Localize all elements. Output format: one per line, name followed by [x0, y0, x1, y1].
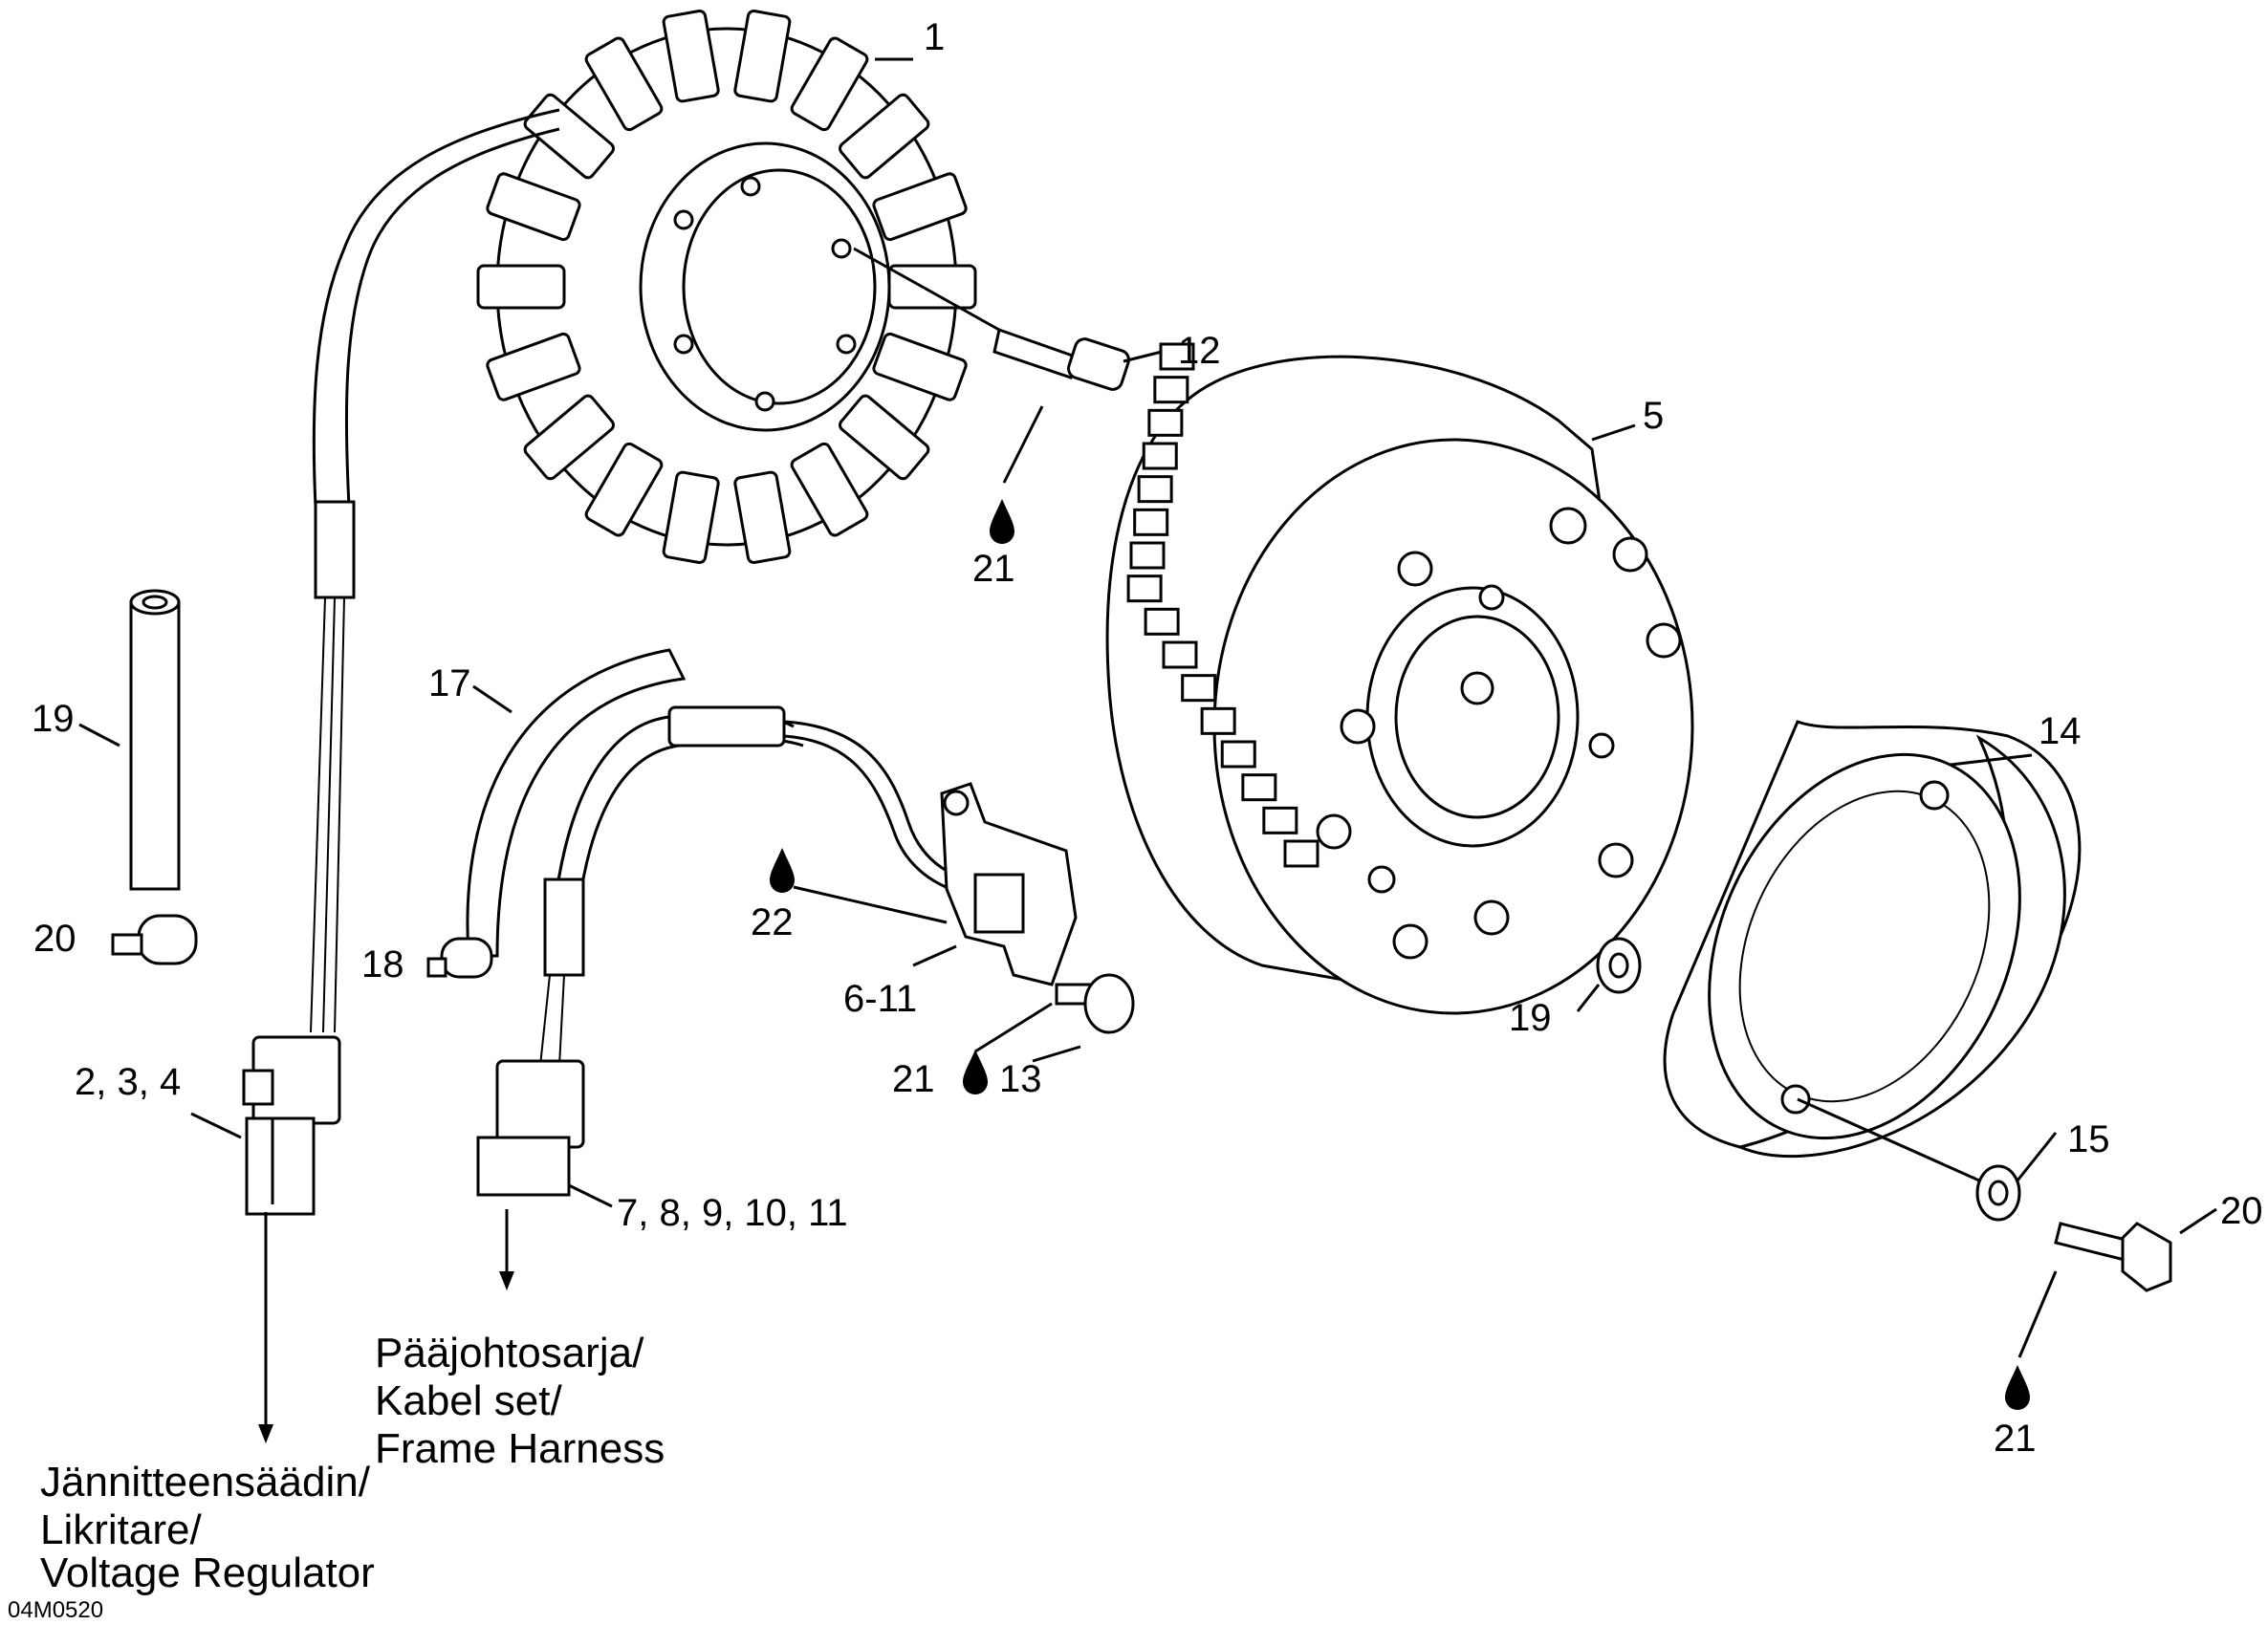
rotor-magnet — [1142, 442, 1178, 470]
rotor-magnet — [1181, 674, 1217, 703]
trigger-screw — [1055, 973, 1135, 1034]
callout-20-bolt: 20 — [2220, 1190, 2263, 1232]
rotor-magnet — [1220, 740, 1256, 769]
stator-pole — [662, 470, 720, 564]
stator-pole — [584, 442, 664, 537]
stator-pole — [486, 172, 581, 242]
rotor-magnet — [1129, 541, 1166, 570]
harness-label-fi: Pääjohtosarja/ — [375, 1330, 644, 1376]
rotor-magnet — [1162, 640, 1198, 669]
hose-clamp — [111, 914, 198, 965]
trigger-coil-harness — [466, 648, 1078, 1197]
rotor-magnet — [1153, 376, 1189, 404]
stator-pole — [790, 36, 869, 132]
callout-5: 5 — [1643, 395, 1664, 437]
stator-pole — [486, 332, 581, 401]
washer-19 — [1596, 937, 1642, 994]
callout-6-11: 6-11 — [843, 978, 917, 1020]
callout-21-trigger: 21 — [892, 1058, 935, 1100]
callout-22: 22 — [751, 901, 794, 943]
stator-screw — [992, 328, 1130, 391]
callout-19-sleeve: 19 — [32, 698, 75, 740]
rotor-magnet — [1137, 475, 1173, 504]
rotor-magnet — [1200, 706, 1236, 735]
regulator-connector — [242, 1035, 341, 1216]
spacer-sleeve — [129, 589, 181, 891]
oil-drop-icon — [770, 499, 2030, 1410]
stator-pole — [790, 442, 869, 537]
callout-1: 1 — [924, 16, 945, 58]
callout-17: 17 — [428, 662, 471, 704]
callout-19-washer: 19 — [1509, 997, 1552, 1039]
rotor-magnet — [1133, 508, 1169, 536]
stator-pole — [839, 394, 930, 481]
washer-15 — [1975, 1164, 2021, 1222]
callout-20-clamp: 20 — [33, 918, 76, 960]
rotor-magnet — [1283, 839, 1319, 868]
callout-21-stator: 21 — [972, 548, 1015, 590]
stator-pole — [523, 394, 615, 481]
callout-13: 13 — [999, 1058, 1042, 1100]
rotor-magnet — [1144, 607, 1180, 636]
flywheel-rotor — [1105, 342, 1694, 1015]
callout-15: 15 — [2067, 1118, 2110, 1160]
stator — [476, 10, 977, 564]
callout-14: 14 — [2039, 710, 2082, 752]
rotor-magnet — [1241, 773, 1277, 802]
stator-pole — [584, 36, 664, 132]
rotor-magnet — [1147, 408, 1184, 437]
rotor-magnet — [1159, 342, 1195, 371]
stator-pole — [476, 264, 566, 310]
stator-pole — [839, 93, 930, 180]
stator-pole — [733, 10, 792, 103]
stator-pole — [872, 172, 968, 242]
stator-pole — [887, 264, 977, 310]
callout-18: 18 — [361, 943, 404, 986]
stator-pole — [733, 470, 792, 564]
stator-cable — [310, 108, 560, 1033]
stator-pole — [662, 10, 720, 103]
hose-clamp-small — [426, 937, 493, 979]
rotor-magnet — [1126, 574, 1163, 603]
harness-label-en: Frame Harness — [375, 1425, 665, 1472]
callout-7-11: 7, 8, 9, 10, 11 — [617, 1192, 848, 1234]
regulator-label-en: Voltage Regulator — [40, 1549, 375, 1596]
stator-pole — [523, 93, 615, 180]
regulator-label-sv: Likritare/ — [40, 1506, 202, 1553]
regulator-label-fi: Jännitteensäädin/ — [40, 1459, 371, 1506]
cover-bolt — [2054, 1222, 2172, 1292]
rotor-cover — [1663, 720, 2082, 1159]
rotor-magnet — [1262, 806, 1298, 834]
leader-lines — [78, 57, 2217, 1443]
callout-21-bolt: 21 — [1994, 1418, 2037, 1460]
stator-pole — [872, 332, 968, 401]
harness-label-sv: Kabel set/ — [375, 1377, 562, 1424]
drawing-code: 04M0520 — [8, 1597, 103, 1623]
callout-2-3-4: 2, 3, 4 — [75, 1061, 181, 1103]
callout-12: 12 — [1178, 330, 1221, 372]
